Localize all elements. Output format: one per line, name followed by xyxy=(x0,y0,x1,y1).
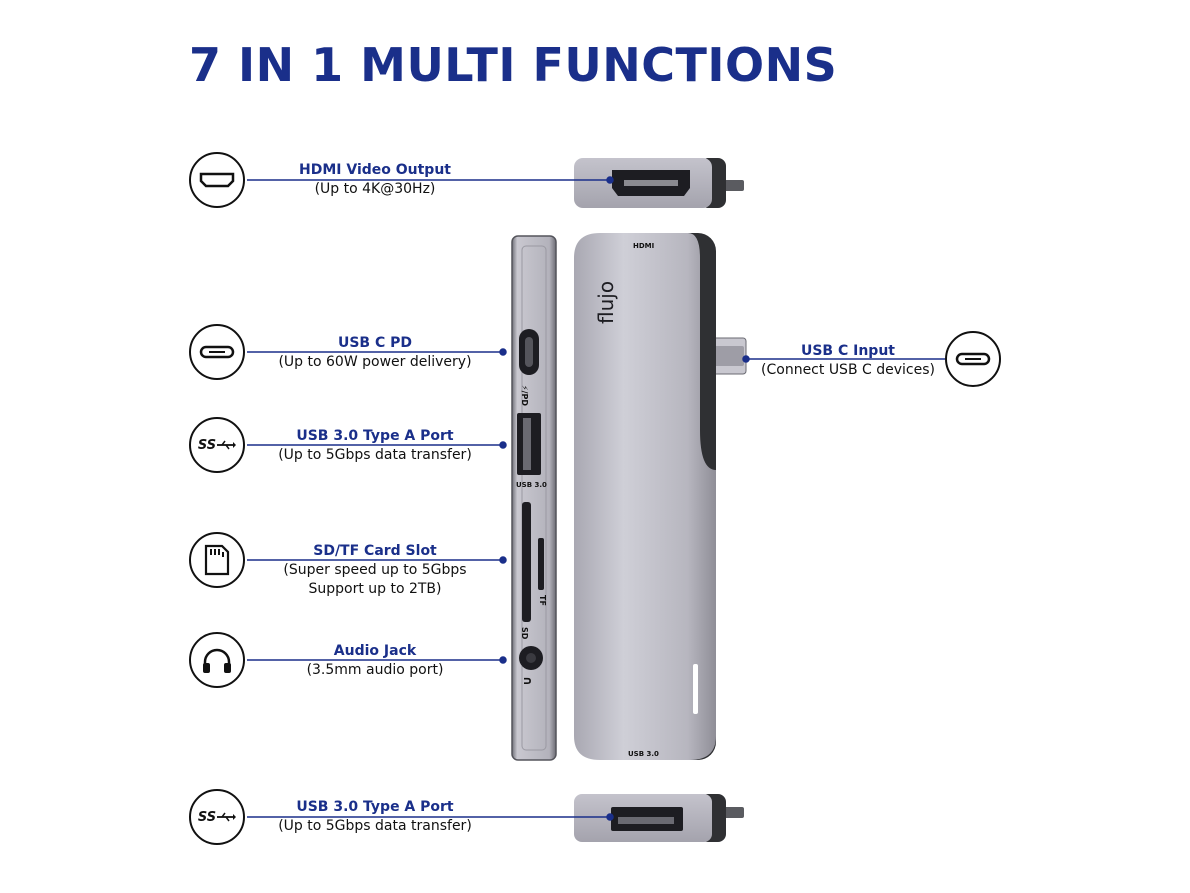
usb-c-icon xyxy=(189,324,245,380)
audio-mark: ∩ xyxy=(521,676,535,686)
callout-usb-c-pd: USB C PD (Up to 60W power delivery) xyxy=(265,334,485,372)
callout-subtitle: (Up to 5Gbps data transfer) xyxy=(278,818,472,834)
callout-usb-c-input: USB C Input (Connect USB C devices) xyxy=(748,342,948,380)
callout-title: HDMI Video Output xyxy=(299,162,451,178)
callout-title: USB C PD xyxy=(337,335,413,351)
callout-usb-a-side: USB 3.0 Type A Port (Up to 5Gbps data tr… xyxy=(265,427,485,465)
usb30-top-mark: USB 3.0 xyxy=(628,750,659,758)
sd-card-icon xyxy=(189,532,245,588)
brand-logo: flujo xyxy=(594,281,618,324)
usb-superspeed-icon: SS xyxy=(189,789,245,845)
callout-subtitle: (3.5mm audio port) xyxy=(306,662,444,678)
callout-title: USB 3.0 Type A Port xyxy=(296,799,454,815)
side-profile xyxy=(511,235,557,761)
callout-subtitle: Support up to 2TB) xyxy=(308,581,442,597)
callout-title: USB C Input xyxy=(800,343,895,359)
usb-superspeed-icon: SS xyxy=(189,417,245,473)
callout-lines xyxy=(247,176,945,821)
callout-title: Audio Jack xyxy=(333,643,417,659)
hdmi-mark: HDMI xyxy=(633,242,654,250)
page-title: 7 IN 1 MULTI FUNCTIONS xyxy=(189,38,838,92)
sd-mark: SD xyxy=(520,627,529,640)
callout-subtitle: (Up to 5Gbps data transfer) xyxy=(278,447,472,463)
usb-a-end-view xyxy=(574,794,744,842)
pd-mark: ⚡/PD xyxy=(520,385,529,406)
callout-audio: Audio Jack (3.5mm audio port) xyxy=(275,642,475,680)
callout-title: SD/TF Card Slot xyxy=(313,543,437,559)
usb30-side-mark: USB 3.0 xyxy=(516,481,547,489)
callout-title: USB 3.0 Type A Port xyxy=(296,428,454,444)
headphones-icon xyxy=(189,632,245,688)
callout-subtitle: (Connect USB C devices) xyxy=(761,362,935,378)
callout-sd-tf: SD/TF Card Slot (Super speed up to 5Gbps… xyxy=(265,542,485,599)
callout-hdmi: HDMI Video Output (Up to 4K@30Hz) xyxy=(275,161,475,199)
tf-mark: TF xyxy=(538,595,547,606)
usb-c-icon xyxy=(945,331,1001,387)
callout-subtitle: (Up to 60W power delivery) xyxy=(278,354,472,370)
hdmi-icon xyxy=(189,152,245,208)
callout-usb-a-bottom: USB 3.0 Type A Port (Up to 5Gbps data tr… xyxy=(265,798,485,836)
hdmi-end-view xyxy=(574,158,744,208)
hub-body xyxy=(574,233,747,760)
callout-subtitle: (Super speed up to 5Gbps xyxy=(283,562,467,578)
callout-subtitle: (Up to 4K@30Hz) xyxy=(314,181,436,197)
